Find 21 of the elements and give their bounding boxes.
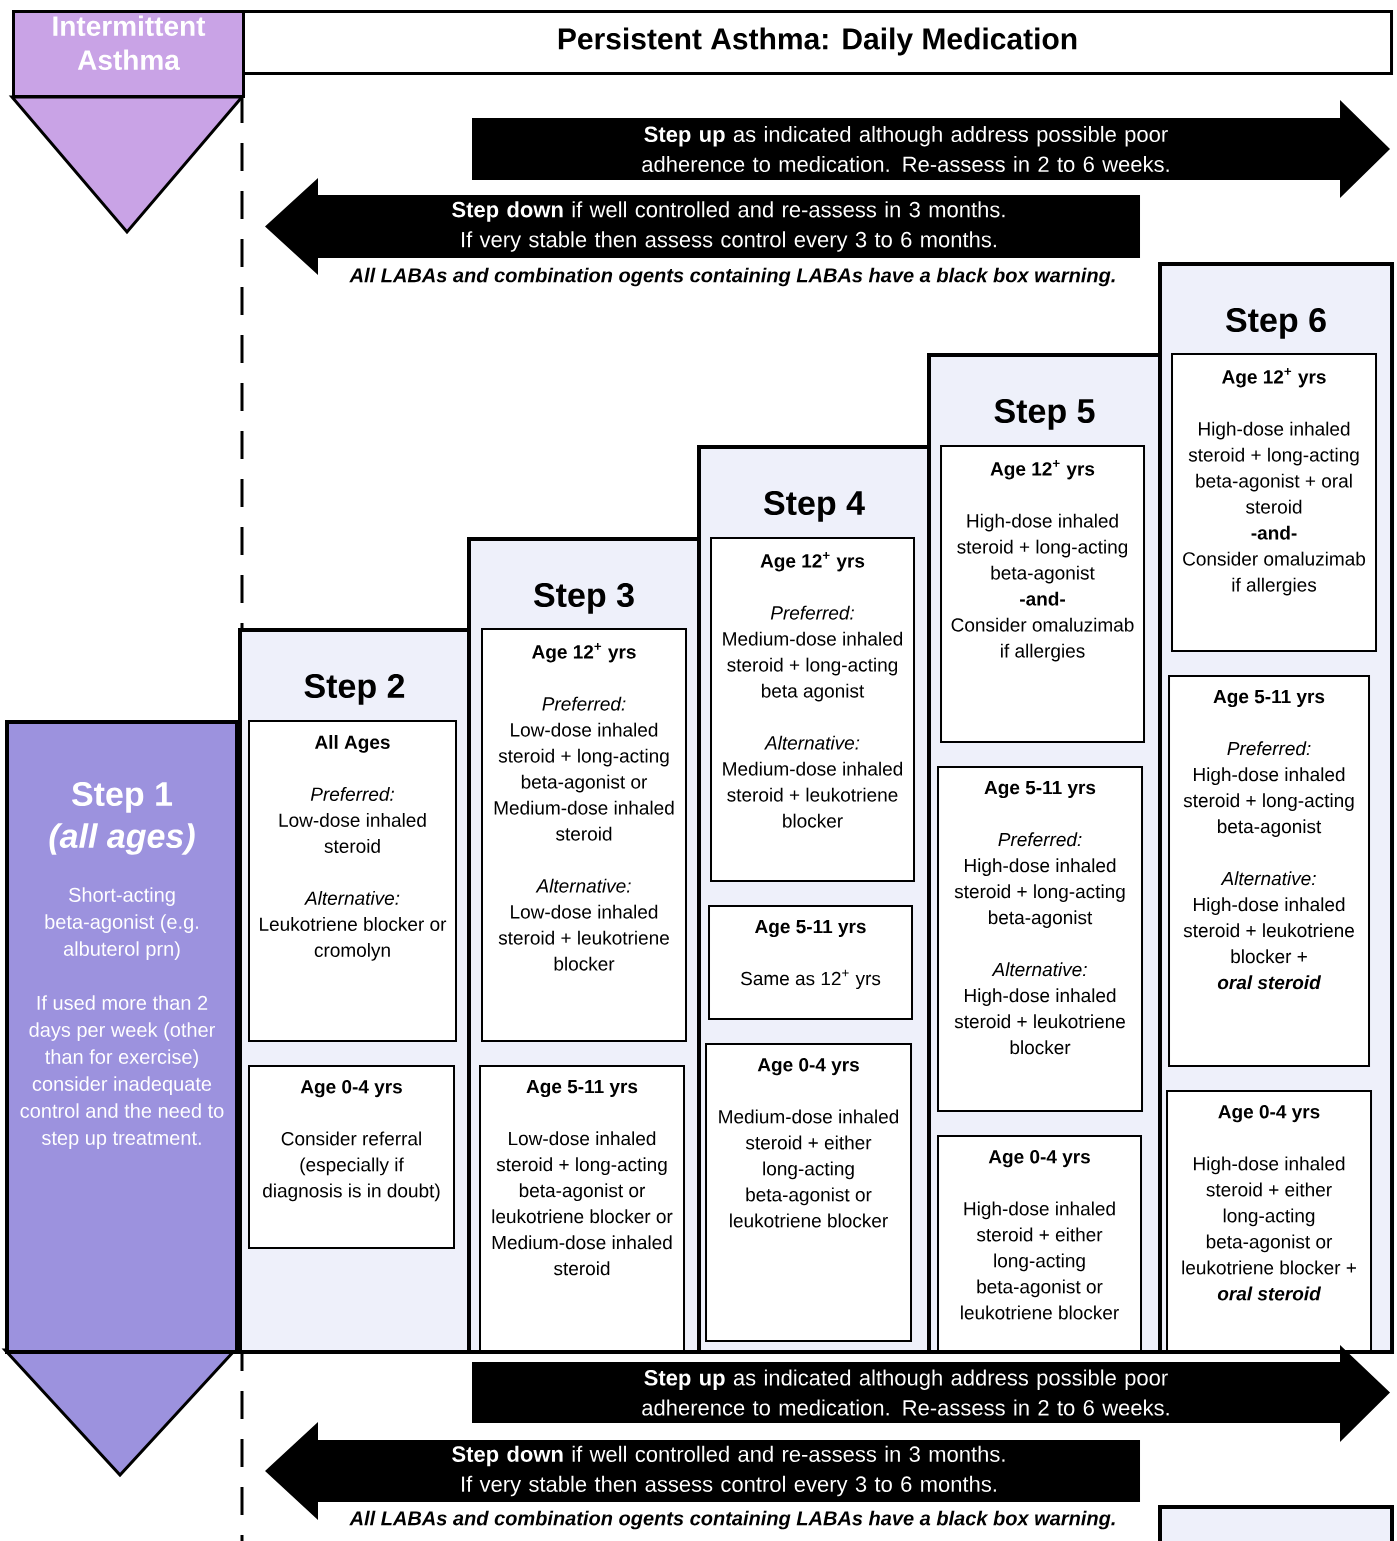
- node-label: Step up as indicated although address possible poor adherence to medication. Re-assess in 2 to 6 weeks.: [642, 1369, 1169, 1416]
- step-banner: Step up as indicated although address possible poor adherence to medication. Re-assess in 2 to 6 weeks.: [472, 100, 1390, 198]
- age-box: Age 12$^{+}$ yrs Preferred: Medium-dose inhaled steroid + long-acting beta agonist Alternative: Medium-dose inhaled steroid + leukotriene blocker: [710, 537, 915, 882]
- age-box: Age 12$^{+}$ yrs Preferred: Low-dose inhaled steroid + long-acting beta-agonist or Medium-dose inhaled steroid Alternative: Low-dose inhaled steroid + leukotriene blocker: [481, 628, 687, 1042]
- node-label: Step up as indicated although address possible poor adherence to medication. Re-assess in 2 to 6 weeks.: [642, 125, 1169, 173]
- age-box: Age 12$^{+}$ yrs High-dose inhaled steroid + long-acting beta-agonist -and- Consider omaluzimab if allergies: [940, 445, 1145, 743]
- age-box: Age 0-4 yrs Consider referral (especially if diagnosis is in doubt): [248, 1065, 455, 1249]
- age-box: Age 5-11 yrs Preferred: High-dose inhaled steroid + long-acting beta-agonist Alternative: High-dose inhaled steroid + leukotriene blocker: [937, 766, 1143, 1112]
- age-box: Age 5-11 yrs Same as 12$^{+}$ yrs: [708, 905, 913, 1020]
- age-box: Age 0-4 yrs High-dose inhaled steroid + either long-acting beta-agonist or leukotriene blocker: [937, 1135, 1142, 1352]
- age-box: Age 0-4 yrs High-dose inhaled steroid + either long-acting beta-agonist or leukotriene blocker + oral steroid: [1166, 1090, 1372, 1352]
- step-column: [1158, 1505, 1394, 1541]
- header-box: Persistent Asthma: Daily Medication: [242, 10, 1393, 75]
- node-label: Step down if well controlled and re-assess in 3 months. If very stable then assess control every 3 to 6 months.: [452, 201, 1005, 252]
- age-box: All Ages Preferred: Low-dose inhaled steroid Alternative: Leukotriene blocker or cromolyn: [248, 720, 457, 1042]
- age-box: Age 12$^{+}$ yrs High-dose inhaled steroid + long-acting beta-agonist + oral steroid -and- Consider omaluzimab if allergies: [1171, 353, 1377, 652]
- age-box: Age 0-4 yrs Medium-dose inhaled steroid + either long-acting beta-agonist or leukotriene blocker: [705, 1043, 912, 1342]
- node-label: Intermittent Asthma: [53, 15, 206, 71]
- age-box: Age 5-11 yrs Preferred: High-dose inhaled steroid + long-acting beta-agonist Alternative: High-dose inhaled steroid + leukotriene blocker + oral steroid: [1168, 675, 1370, 1067]
- step-banner: Step up as indicated although address possible poor adherence to medication. Re-assess in 2 to 6 weeks.: [472, 1345, 1390, 1442]
- age-box: Age 5-11 yrs Low-dose inhaled steroid + long-acting beta-agonist or leukotriene blocker or Medium-dose inhaled steroid: [479, 1065, 685, 1352]
